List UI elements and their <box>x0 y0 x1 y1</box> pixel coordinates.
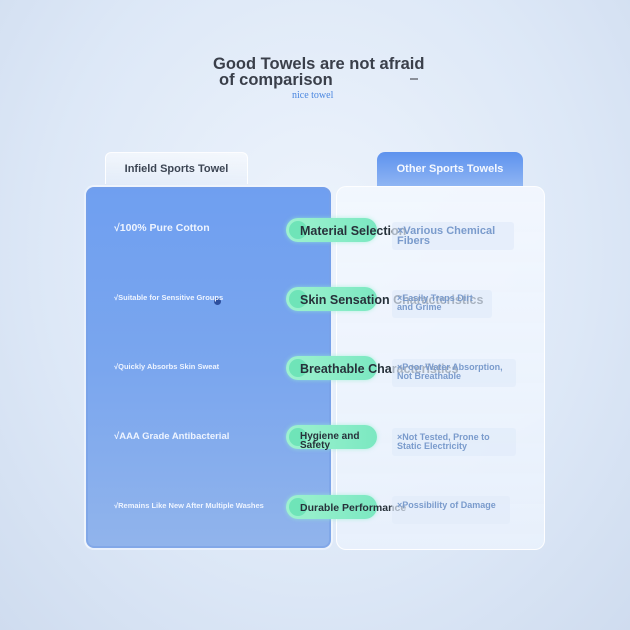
infield-feature: √Remains Like New After Multiple Washes <box>114 501 264 510</box>
other-feature: ×Poor Water Absorption, Not Breathable <box>397 362 503 381</box>
tab-label: Infield Sports Towel <box>124 162 229 175</box>
category-pill <box>286 425 377 449</box>
other-feature: ×Various Chemical Fibers <box>397 225 496 247</box>
right-feature-bg <box>392 359 516 387</box>
subtitle: nice towel <box>292 90 334 101</box>
other-feature: ×Easily Traps Dirt and Grime <box>397 293 473 312</box>
right-feature-bg <box>392 290 492 318</box>
page-title: Good Towels are not afraid of comparison <box>200 55 460 89</box>
decorative-dot <box>214 298 221 305</box>
tab-label: Other Sports Towels <box>396 163 504 175</box>
title-line-2: of comparison <box>219 71 333 89</box>
tab-other-sports-towels: Other Sports Towels <box>377 152 523 186</box>
infield-feature: √Suitable for Sensitive Groups <box>114 293 224 302</box>
other-feature: ×Not Tested, Prone to Static Electricity <box>397 432 490 451</box>
right-feature-bg <box>392 428 516 456</box>
right-feature-bg <box>392 496 510 524</box>
infield-feature: √100% Pure Cotton <box>114 222 210 234</box>
category-label: Durable Performance <box>300 502 407 514</box>
category-pill <box>286 287 377 311</box>
category-label: Material Selection <box>300 224 407 238</box>
other-feature: ×Possibility of Damage <box>397 500 496 510</box>
category-pill <box>286 495 377 519</box>
title-line-1: Good Towels are not afraid <box>213 55 425 73</box>
infield-feature: √AAA Grade Antibacterial <box>114 431 230 442</box>
tab-infield-sports-towel: Infield Sports Towel <box>105 152 248 184</box>
category-pill <box>286 356 377 380</box>
right-feature-bg <box>392 222 514 250</box>
infield-feature: √Quickly Absorbs Skin Sweat <box>114 362 220 371</box>
category-label: Hygiene and Safety <box>300 431 360 451</box>
category-pill <box>286 218 377 242</box>
decorative-dash <box>410 78 418 80</box>
